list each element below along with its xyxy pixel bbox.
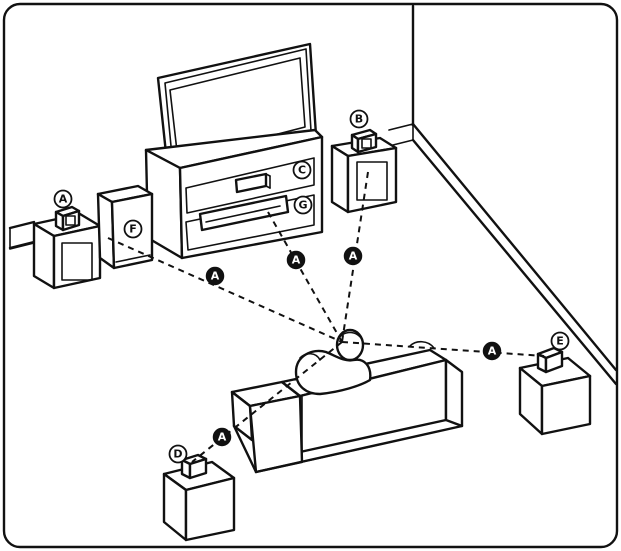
svg-text:C: C xyxy=(298,164,306,177)
label-subwoofer: F xyxy=(123,219,143,239)
label-distance-center: A xyxy=(286,250,306,270)
rear-left-speaker-stand xyxy=(162,460,236,542)
subwoofer xyxy=(96,184,154,270)
svg-text:A: A xyxy=(488,345,497,358)
label-center: C xyxy=(292,160,312,180)
line-to-front-right xyxy=(341,171,369,343)
rear-right-speaker xyxy=(536,346,564,374)
center-speaker xyxy=(234,172,271,194)
label-receiver: G xyxy=(293,195,313,215)
label-distance-rear-left: A xyxy=(212,427,232,447)
svg-text:A: A xyxy=(59,193,68,206)
label-distance-front-left: A xyxy=(205,266,225,286)
svg-text:A: A xyxy=(292,254,301,267)
distance-lines xyxy=(107,171,545,463)
svg-text:B: B xyxy=(355,113,363,126)
svg-text:A: A xyxy=(349,250,358,263)
rear-left-speaker xyxy=(180,453,208,480)
label-rear-right: E xyxy=(550,331,570,351)
svg-text:D: D xyxy=(173,448,182,461)
label-distance-front-right: A xyxy=(343,246,363,266)
svg-text:A: A xyxy=(211,270,220,283)
label-distance-rear-right: A xyxy=(482,341,502,361)
receiver-unit xyxy=(198,194,290,232)
front-left-speaker xyxy=(54,205,81,232)
label-rear-left: D xyxy=(168,444,188,464)
line-to-rear-right xyxy=(341,341,545,357)
svg-text:A: A xyxy=(218,431,227,444)
svg-text:E: E xyxy=(556,335,564,348)
svg-text:F: F xyxy=(129,223,137,236)
front-right-speaker-stand xyxy=(330,136,398,214)
line-to-center xyxy=(267,211,343,343)
label-front-left: A xyxy=(53,189,73,209)
room-walls xyxy=(8,4,618,386)
tv-stand xyxy=(144,128,324,260)
front-right-speaker xyxy=(350,128,378,154)
line-to-front-left xyxy=(107,237,343,343)
svg-text:G: G xyxy=(298,199,307,212)
listener xyxy=(294,328,435,396)
label-front-right: B xyxy=(349,109,369,129)
